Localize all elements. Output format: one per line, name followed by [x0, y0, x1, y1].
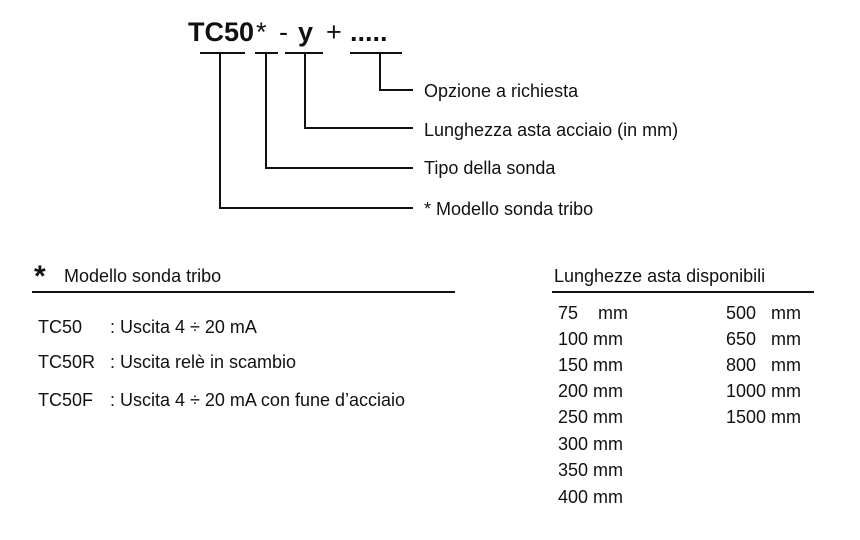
models-title-rule — [32, 291, 455, 293]
model-desc-1: : Uscita relè in scambio — [110, 352, 297, 372]
code-length-var: y — [298, 17, 314, 47]
length-item: 100 mm — [558, 329, 624, 349]
length-item: 800 mm — [726, 355, 802, 375]
callout-model: * Modello sonda tribo — [424, 199, 594, 219]
model-code-2: TC50F — [38, 390, 94, 410]
length-item: 1000 mm — [726, 381, 802, 401]
code-base: TC50 — [188, 17, 255, 47]
lengths-title: Lunghezze asta disponibili — [554, 266, 766, 286]
code-option-dots: ..... — [350, 17, 388, 47]
length-item: 400 mm — [558, 487, 624, 507]
connector-length — [304, 53, 413, 129]
code-model-marker: * — [256, 17, 267, 47]
models-marker: * — [34, 260, 46, 293]
length-item: 500 mm — [726, 303, 802, 323]
model-code-0: TC50 — [38, 317, 83, 337]
length-item: 200 mm — [558, 381, 624, 401]
connector-probe-type — [265, 53, 413, 169]
callout-option: Opzione a richiesta — [424, 81, 579, 101]
length-item: 250 mm — [558, 407, 624, 427]
length-item: 1500 mm — [726, 407, 802, 427]
models-title: Modello sonda tribo — [64, 266, 222, 286]
connector-model — [219, 53, 413, 209]
model-desc-0: : Uscita 4 ÷ 20 mA — [110, 317, 257, 337]
callout-probe-type: Tipo della sonda — [424, 158, 556, 178]
lengths-title-rule — [552, 291, 814, 293]
length-item: 650 mm — [726, 329, 802, 349]
model-desc-2: : Uscita 4 ÷ 20 mA con fune d’acciaio — [110, 390, 406, 410]
code-plus: + — [326, 17, 342, 47]
length-item: 75 mm — [558, 303, 629, 323]
length-item: 350 mm — [558, 460, 624, 480]
code-dash: - — [279, 17, 288, 47]
callout-length: Lunghezza asta acciaio (in mm) — [424, 120, 679, 140]
length-item: 300 mm — [558, 434, 624, 454]
length-item: 150 mm — [558, 355, 624, 375]
connector-option — [379, 53, 413, 91]
model-code-1: TC50R — [38, 352, 96, 372]
